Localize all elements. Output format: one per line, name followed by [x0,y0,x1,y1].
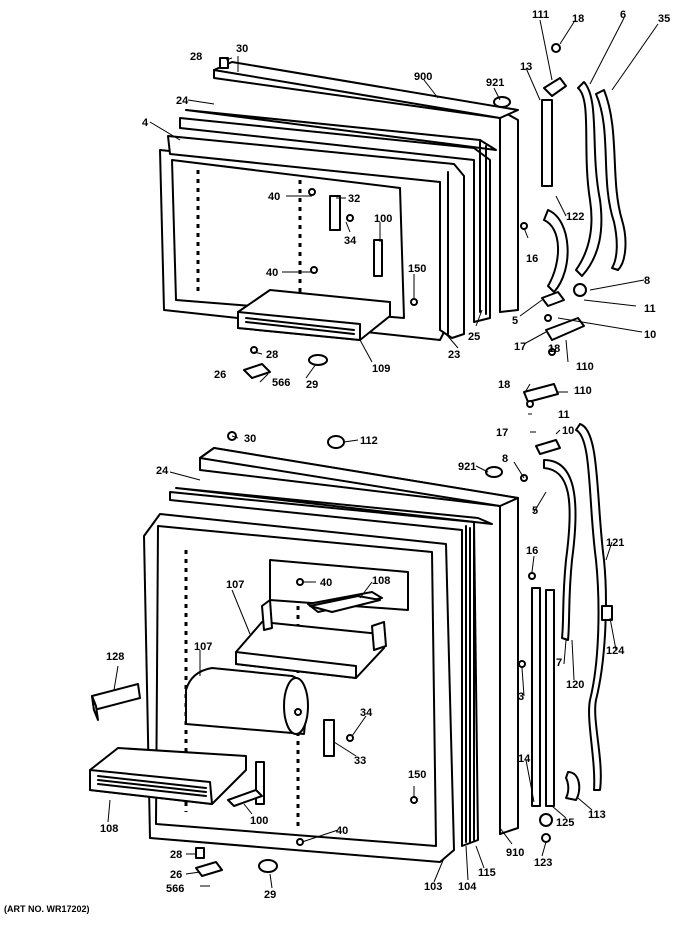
callout-122: 122 [566,211,584,223]
callout-108-b: 108 [100,823,118,835]
callout-900: 900 [414,71,432,83]
callout-16-lower: 16 [526,545,538,557]
callout-910: 910 [506,847,524,859]
callout-16-top: 16 [526,253,538,265]
callout-108-a: 108 [372,575,390,587]
callout-5-lower: 5 [532,505,538,517]
callout-25: 25 [468,331,480,343]
callout-24-lower: 24 [156,465,169,477]
callout-104: 104 [458,881,477,893]
callout-566-top: 566 [272,377,290,389]
freezer-door-gasket [179,109,497,323]
callout-18-top: 18 [572,13,584,25]
callout-110-top: 110 [576,361,594,373]
callout-103: 103 [424,881,442,893]
callout-111: 111 [532,9,549,21]
callout-124: 124 [606,645,625,657]
callout-40-a: 40 [268,191,280,203]
fresh-food-door-gasket [169,487,493,847]
callout-18-lower: 18 [498,379,510,391]
callout-33: 33 [354,755,366,767]
callout-23: 23 [448,349,460,361]
callout-26-top: 26 [214,369,226,381]
freezer-handle-parts [520,43,627,356]
part-128-panel [91,683,141,721]
callout-150-lower: 150 [408,769,426,781]
callout-18-mid: 18 [548,343,560,355]
callout-labels: 28 30 24 4 900 921 13 111 18 6 35 40 32 … [100,9,670,901]
lower-small-parts [195,431,503,877]
callout-26-lower: 26 [170,869,182,881]
callout-150-top: 150 [408,263,426,275]
callout-115: 115 [478,867,496,879]
art-number-caption: (ART NO. WR17202) [4,904,90,914]
callout-123: 123 [534,857,552,869]
freezer-door-liner [159,135,465,341]
callout-30-lower: 30 [244,433,256,445]
callout-13: 13 [520,61,532,73]
callout-29-lower: 29 [264,889,276,901]
callout-120: 120 [566,679,584,691]
fresh-food-handle-parts [518,383,613,843]
callout-35: 35 [658,13,670,25]
callout-113: 113 [588,809,606,821]
callout-17-lower: 17 [496,427,508,439]
callout-29-top: 29 [306,379,318,391]
callout-40-c: 40 [320,577,332,589]
fresh-food-door-panel [199,447,519,835]
callout-8-lower: 8 [502,453,508,465]
callout-110-lower: 110 [574,385,592,397]
callout-100-lower: 100 [250,815,268,827]
door-shelf-upper [235,599,387,679]
callout-7: 7 [556,657,562,669]
callout-10-top: 10 [644,329,656,341]
callout-100-top: 100 [374,213,392,225]
part-33-bracket [323,719,354,757]
callout-11-top: 11 [644,303,656,315]
callout-921-lower: 921 [458,461,476,473]
callout-28-lower: 28 [170,849,182,861]
callout-32: 32 [348,193,360,205]
part-100-bracket [227,761,265,807]
callout-109: 109 [372,363,390,375]
callout-28-top: 28 [190,51,202,63]
callout-107-a: 107 [226,579,244,591]
callout-34-lower: 34 [360,707,373,719]
door-bin-lower [89,747,247,805]
callout-40-b: 40 [266,267,278,279]
callout-40-d: 40 [336,825,348,837]
callout-128: 128 [106,651,124,663]
callout-3: 3 [518,691,524,703]
freezer-small-parts [219,57,511,379]
callout-125: 125 [556,817,574,829]
lower-door-assembly [89,383,613,877]
callout-11-lower: 11 [558,409,570,421]
callout-17-top: 17 [514,341,526,353]
callout-4: 4 [142,117,149,129]
callout-5-top: 5 [512,315,518,327]
callout-28-mid: 28 [266,349,278,361]
callout-112: 112 [360,435,378,447]
callout-10-lower: 10 [562,425,574,437]
callout-566-lower: 566 [166,883,184,895]
upper-door-assembly [159,43,627,379]
leader-lines [107,17,659,889]
callout-6: 6 [620,9,626,21]
dairy-compartment [185,667,309,735]
callout-30-top: 30 [236,43,248,55]
callout-921-top: 921 [486,77,504,89]
callout-34-top: 34 [344,235,357,247]
callout-121: 121 [606,537,624,549]
callout-24-top: 24 [176,95,189,107]
part-108-shelf-top [309,595,381,613]
callout-14: 14 [518,753,531,765]
callout-8-top: 8 [644,275,650,287]
callout-107-b: 107 [194,641,212,653]
